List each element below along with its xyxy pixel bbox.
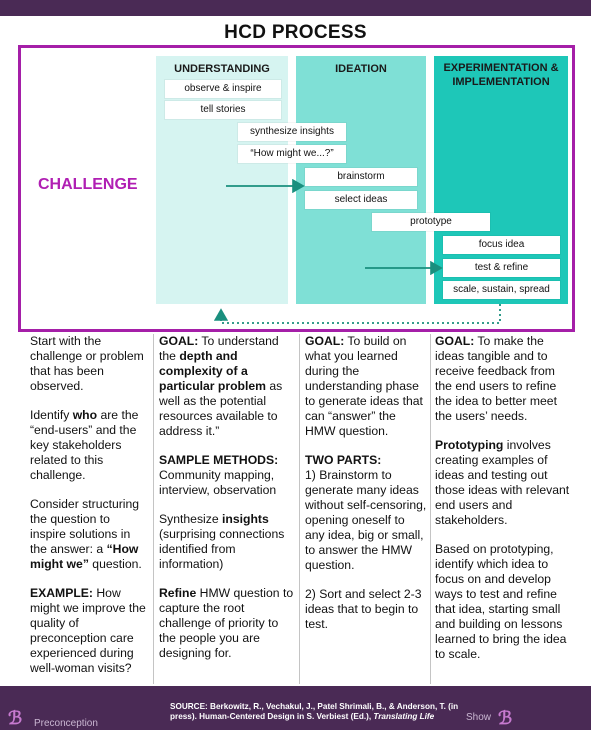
understanding-goal: GOAL: To understand the depth and comple… bbox=[159, 334, 283, 438]
footer-band bbox=[0, 686, 591, 730]
challenge-p2: Identify who are the “end-users” and the… bbox=[30, 408, 139, 482]
divider-2 bbox=[299, 334, 300, 684]
understanding-description: GOAL: To understand the depth and comple… bbox=[159, 334, 295, 675]
step-focus: focus idea bbox=[443, 236, 560, 254]
understanding-methods: SAMPLE METHODS:Community mapping, interv… bbox=[159, 453, 279, 497]
challenge-description: Start with the challenge or problem that… bbox=[30, 334, 148, 690]
challenge-example: EXAMPLE: How might we improve the qualit… bbox=[30, 586, 146, 675]
ideation-description: GOAL: To build on what you learned durin… bbox=[305, 334, 427, 646]
step-prototype: prototype bbox=[372, 213, 490, 231]
step-select: select ideas bbox=[305, 191, 417, 209]
step-synthesize: synthesize insights bbox=[238, 123, 346, 141]
ideation-part2: 2) Sort and select 2-3 ideas that to beg… bbox=[305, 587, 422, 631]
experimentation-description: GOAL: To make the ideas tangible and to … bbox=[435, 334, 573, 676]
experimentation-prototyping: Prototyping involves creating examples o… bbox=[435, 438, 570, 527]
challenge-p3: Consider structuring the question to ins… bbox=[30, 497, 142, 571]
footer-org: Preconception bbox=[34, 718, 98, 729]
step-test: test & refine bbox=[443, 259, 560, 277]
understanding-synthesize: Synthesize insights (surprising connecti… bbox=[159, 512, 285, 571]
ideation-parts: TWO PARTS:1) Brainstorm to generate many… bbox=[305, 453, 427, 572]
step-hmw: “How might we...?” bbox=[238, 145, 346, 163]
step-observe: observe & inspire bbox=[165, 80, 281, 98]
ideation-goal: GOAL: To build on what you learned durin… bbox=[305, 334, 423, 438]
divider-1 bbox=[153, 334, 154, 684]
step-scale: scale, sustain, spread bbox=[443, 281, 560, 299]
step-tell: tell stories bbox=[165, 101, 281, 119]
experimentation-goal: GOAL: To make the ideas tangible and to … bbox=[435, 334, 557, 423]
challenge-p1: Start with the challenge or problem that… bbox=[30, 334, 144, 393]
experimentation-header: EXPERIMENTATION & IMPLEMENTATION bbox=[443, 62, 559, 88]
understanding-refine: Refine HMW question to capture the root … bbox=[159, 586, 294, 660]
understanding-header: UNDERSTANDING bbox=[174, 63, 270, 75]
logo-icon: ℬ bbox=[8, 708, 23, 728]
step-brainstorm: brainstorm bbox=[305, 168, 417, 186]
footer-show: Show bbox=[466, 712, 492, 723]
experimentation-based: Based on prototyping, identify which ide… bbox=[435, 542, 567, 661]
footer-source: SOURCE: Berkowitz, R., Vechakul, J., Pat… bbox=[170, 702, 459, 721]
ideation-header: IDEATION bbox=[335, 63, 387, 75]
divider-3 bbox=[430, 334, 431, 684]
top-band bbox=[0, 0, 591, 16]
challenge-label: CHALLENGE bbox=[38, 176, 138, 193]
page-title: HCD PROCESS bbox=[224, 22, 367, 43]
logo-icon-right: ℬ bbox=[498, 708, 513, 728]
